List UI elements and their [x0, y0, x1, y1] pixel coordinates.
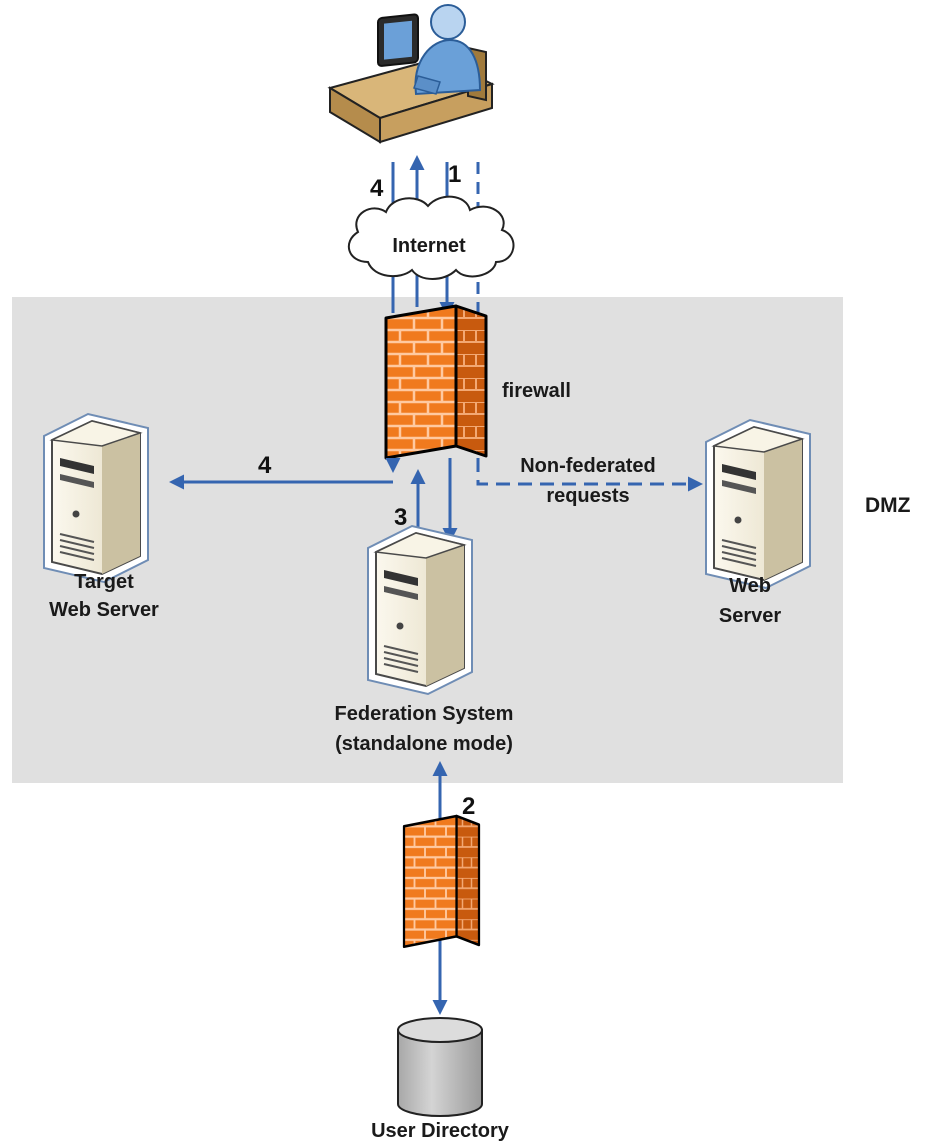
- step-2-label: 2: [462, 793, 475, 820]
- target-server-label-line2: Web Server: [49, 599, 159, 621]
- database-icon: [397, 1017, 483, 1117]
- step-3-label: 3: [394, 504, 407, 531]
- step-4-label-mid: 4: [258, 452, 272, 479]
- dmz-label: DMZ: [865, 494, 911, 517]
- firewall-icon-main: [384, 304, 488, 460]
- internet-label: Internet: [392, 235, 466, 257]
- user-at-computer-icon: [327, 4, 495, 144]
- federation-label-line2: (standalone mode): [335, 733, 513, 755]
- step-1-label: 1: [448, 161, 461, 188]
- server-icon-target: [43, 413, 149, 583]
- cloud-icon: [347, 195, 515, 280]
- web-server-label-line2: Server: [719, 605, 781, 627]
- flow-non-federated: [476, 458, 703, 492]
- server-icon-federation: [367, 525, 473, 695]
- firewall-label: firewall: [502, 380, 571, 402]
- target-server-label-line1: Target: [74, 571, 134, 593]
- non-federated-label-line1: Non-federated: [520, 455, 656, 477]
- server-icon-web: [705, 419, 811, 589]
- internet-cloud: Internet: [347, 195, 515, 280]
- dmz-flows: [169, 458, 703, 546]
- web-server-label-line1: Web: [729, 575, 771, 597]
- step-4-label-top: 4: [370, 175, 384, 202]
- firewall-icon-internal: [402, 814, 481, 949]
- non-federated-label-line2: requests: [546, 485, 629, 507]
- federation-label-line1: Federation System: [335, 703, 514, 725]
- user-directory-label: User Directory: [371, 1120, 510, 1142]
